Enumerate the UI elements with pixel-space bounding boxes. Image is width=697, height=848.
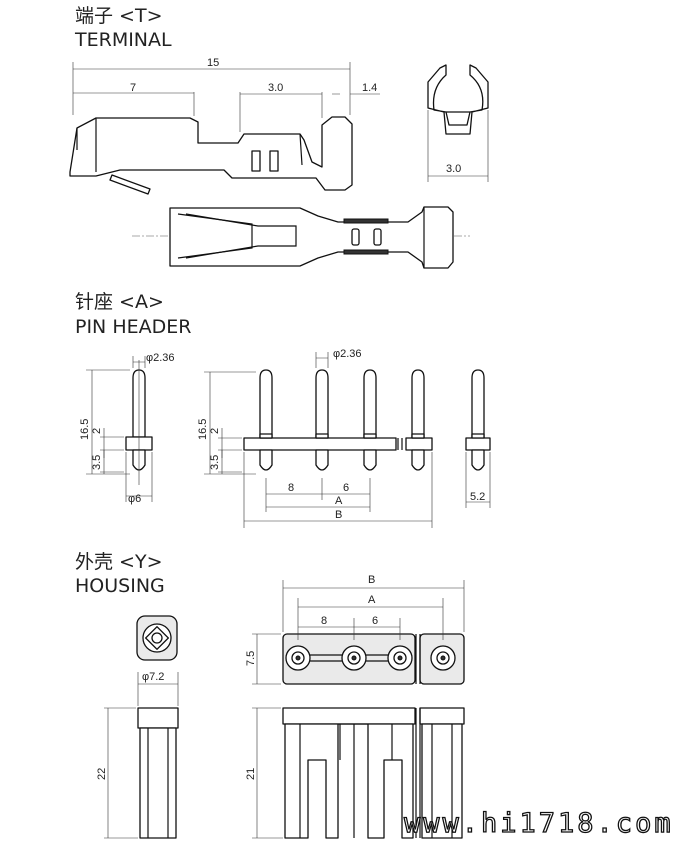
multi-pin-diameter-label: φ2.36 — [333, 348, 362, 360]
terminal-length-label: 15 — [207, 57, 219, 69]
housing-cell-2 — [341, 645, 367, 671]
watermark-text: www.hi1718.com — [404, 808, 674, 839]
terminal-end-view: 3.0 — [427, 64, 489, 182]
pin-header-multi-dimensions: φ2.36 16.5 2 3.5 8 6 A B — [197, 348, 433, 528]
housing-multi-top-dimensions: B A 8 6 7.5 — [245, 574, 465, 685]
pin-diameter-label: φ2.36 — [146, 352, 175, 364]
terminal-side-view — [69, 116, 353, 195]
housing-multi-height-label: 21 — [245, 768, 257, 780]
housing-span-a-label: A — [368, 594, 376, 606]
pin-header-multi — [243, 369, 433, 471]
housing-cell-4 — [430, 645, 456, 671]
housing-height-label: 22 — [96, 768, 108, 780]
housing-first-pitch-label: 8 — [321, 615, 327, 627]
multi-pin-3 — [363, 369, 377, 471]
housing-span-b-label: B — [368, 574, 375, 586]
multi-pin-1 — [259, 369, 273, 471]
pin-header-title-en: PIN HEADER — [75, 316, 191, 338]
multi-pin-2 — [315, 369, 329, 471]
housing-title-cn: 外壳 <Y> — [75, 551, 163, 573]
terminal-tip-label: 1.4 — [362, 82, 377, 94]
terminal-width-label: 3.0 — [446, 163, 461, 175]
housing-diameter-label: φ7.2 — [142, 671, 164, 683]
terminal-title-en: TERMINAL — [74, 29, 172, 51]
housing-single-front-view: φ7.2 22 — [96, 671, 179, 839]
terminal-front-label: 7 — [130, 82, 136, 94]
housing-cell-1 — [285, 645, 311, 671]
multi-first-pitch-label: 8 — [288, 482, 294, 494]
multi-span-a-label: A — [335, 495, 343, 507]
housing-multi-front-view: 21 — [245, 707, 465, 839]
pin-header-single — [125, 360, 153, 485]
multi-height-label: 16.5 — [197, 419, 209, 440]
terminal-top-view — [132, 206, 470, 269]
pin-base-label: 3.5 — [91, 455, 103, 470]
housing-title-en: HOUSING — [75, 575, 165, 597]
terminal-side-dimensions: 15 7 3.0 1.4 — [72, 57, 380, 132]
pin-shoulder-label: 2 — [91, 428, 103, 434]
terminal-mid-label: 3.0 — [268, 82, 283, 94]
housing-single-top-view — [136, 615, 178, 661]
multi-shoulder-label: 2 — [209, 428, 221, 434]
collar-diameter-label: φ6 — [128, 493, 141, 505]
pin-header-side-view: 5.2 — [465, 369, 491, 508]
housing-multi-top-view — [282, 633, 465, 685]
multi-span-b-label: B — [335, 509, 342, 521]
pin-height-label: 16.5 — [79, 419, 91, 440]
housing-pitch-label: 6 — [372, 615, 378, 627]
housing-cell-3 — [387, 645, 413, 671]
multi-pitch-label: 6 — [343, 482, 349, 494]
pin-header-single-dimensions: φ2.36 16.5 2 3.5 φ6 — [79, 352, 175, 505]
side-width-label: 5.2 — [470, 491, 485, 503]
pin-header-title-cn: 针座 <A> — [75, 291, 164, 313]
multi-pin-4 — [411, 369, 425, 471]
multi-base-label: 3.5 — [209, 455, 221, 470]
terminal-title-cn: 端子 <T> — [75, 5, 163, 27]
housing-depth-label: 7.5 — [245, 651, 257, 666]
